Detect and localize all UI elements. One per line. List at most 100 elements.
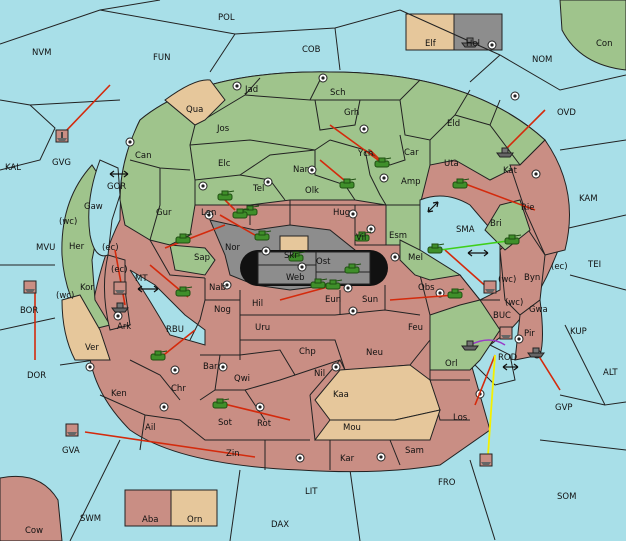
coast-label-kor-wc: (wc) (56, 291, 74, 301)
sea-label-rbu: RBU (166, 325, 184, 335)
sea-label-dax: DAX (271, 520, 289, 530)
army-unit[interactable] (254, 230, 272, 241)
army-unit[interactable] (175, 233, 193, 244)
supply-center (435, 288, 445, 298)
land-label-ver: Ver (85, 343, 99, 353)
sea-label-nvm: NVM (32, 48, 52, 58)
army-unit[interactable] (504, 234, 522, 245)
sea-label-mt: MT (135, 274, 148, 284)
convoy-arrow (487, 354, 496, 456)
land-label-ken: Ken (111, 389, 127, 399)
army-unit[interactable] (217, 190, 235, 201)
army-unit[interactable] (232, 208, 250, 219)
land-label-uta: Uta (444, 159, 459, 169)
land-label-eun: Eun (325, 295, 341, 305)
rie-territory[interactable] (509, 139, 570, 256)
order-arrow (219, 214, 261, 239)
supply-center (204, 210, 214, 220)
sea-label-gvg: GVG (52, 158, 71, 168)
army-unit[interactable] (452, 178, 470, 189)
fleet-unit[interactable] (65, 423, 79, 437)
army-unit[interactable] (175, 286, 193, 297)
sea-label-cow: Cow (25, 526, 43, 536)
land-label-ark: Ark (117, 322, 131, 332)
ver-territory[interactable] (61, 294, 111, 361)
land-label-chr: Chr (171, 384, 186, 394)
army-unit[interactable] (150, 350, 168, 361)
sea-label-buc: BUC (493, 311, 511, 321)
sea-label-rod: ROD (498, 353, 518, 363)
army-unit[interactable] (374, 157, 392, 168)
order-arrow (164, 224, 226, 249)
supply-center (366, 224, 376, 234)
supply-center (218, 362, 228, 372)
order-arrow (64, 84, 111, 133)
land-label-ail: Ail (145, 423, 156, 433)
fleet-unit[interactable] (483, 280, 497, 294)
supply-center (379, 173, 389, 183)
sap-territory[interactable] (169, 244, 216, 276)
land-label-sam: Sam (405, 446, 424, 456)
army-unit[interactable] (325, 279, 343, 290)
qua-territory[interactable] (164, 79, 226, 126)
fleet-unit[interactable] (113, 281, 127, 295)
land-label-sun: Sun (362, 295, 378, 305)
sea-label-fro: FRO (438, 478, 456, 488)
fleet-unit[interactable] (499, 326, 513, 340)
middle-borders (99, 204, 500, 470)
sea-labels: POL COB FUN NVM NOM Con OVD KAL KAM TEI … (5, 13, 618, 536)
army-unit[interactable] (212, 398, 230, 409)
land-label-zin: Zin (226, 449, 240, 459)
coast-labels: (wc) (ec) (ec) (wc) (wc) (ec) (wc) (56, 217, 568, 308)
land-label-chp: Chp (299, 347, 316, 357)
army-unit[interactable] (310, 278, 328, 289)
sea-label-alt: ALT (603, 368, 618, 378)
armies (150, 157, 522, 409)
elf-territory[interactable] (405, 13, 455, 51)
fleet-unit[interactable] (496, 147, 514, 158)
sea-label-pol: POL (218, 13, 235, 23)
support-arrow (439, 239, 516, 251)
sea-label-dor: DOR (27, 371, 46, 381)
fleet-unit[interactable] (55, 129, 69, 143)
sea-label-swm: SWM (80, 514, 101, 524)
supply-center (159, 402, 169, 412)
orn-territory[interactable] (170, 489, 218, 527)
army-unit[interactable] (288, 251, 306, 262)
fleet-unit[interactable] (527, 347, 545, 358)
army-unit[interactable] (344, 263, 362, 274)
land-label-pir: Pir (524, 329, 535, 339)
land-label-ych: Ych (357, 149, 373, 159)
land-label-bri: Bri (490, 219, 502, 229)
army-unit[interactable] (339, 178, 357, 189)
fleet-unit[interactable] (23, 280, 37, 294)
mou-territory[interactable] (314, 409, 441, 441)
army-unit[interactable] (427, 243, 445, 254)
mel-territory[interactable] (399, 239, 462, 281)
order-arrow (114, 249, 126, 306)
fleet-unit[interactable] (479, 453, 493, 467)
land-label-tel: Tel (252, 184, 264, 194)
sea-label-cob: COB (302, 45, 321, 55)
land-label-gaw: Gaw (84, 202, 103, 212)
orl-territory[interactable] (429, 299, 501, 371)
land-label-can: Can (135, 151, 152, 161)
channel-arrows (109, 170, 519, 371)
land-label-gur: Gur (156, 208, 172, 218)
land-label-kor: Kor (80, 283, 94, 293)
sea-label-som: SOM (557, 492, 576, 502)
land-label-mel: Mel (408, 253, 423, 263)
army-unit[interactable] (447, 288, 465, 299)
army-unit[interactable] (354, 231, 372, 242)
land-label-hel: Hel (466, 39, 480, 49)
cow-territory[interactable] (0, 475, 63, 541)
fleet-unit[interactable] (461, 37, 479, 48)
sea-label-kal: KAL (5, 163, 21, 173)
fleet-unit[interactable] (111, 302, 129, 313)
land-label-olk: Olk (305, 186, 319, 196)
land-label-kat: Kat (503, 166, 518, 176)
fleet-unit[interactable] (461, 340, 479, 351)
coast-label-gwa-wc: (wc) (505, 298, 523, 308)
